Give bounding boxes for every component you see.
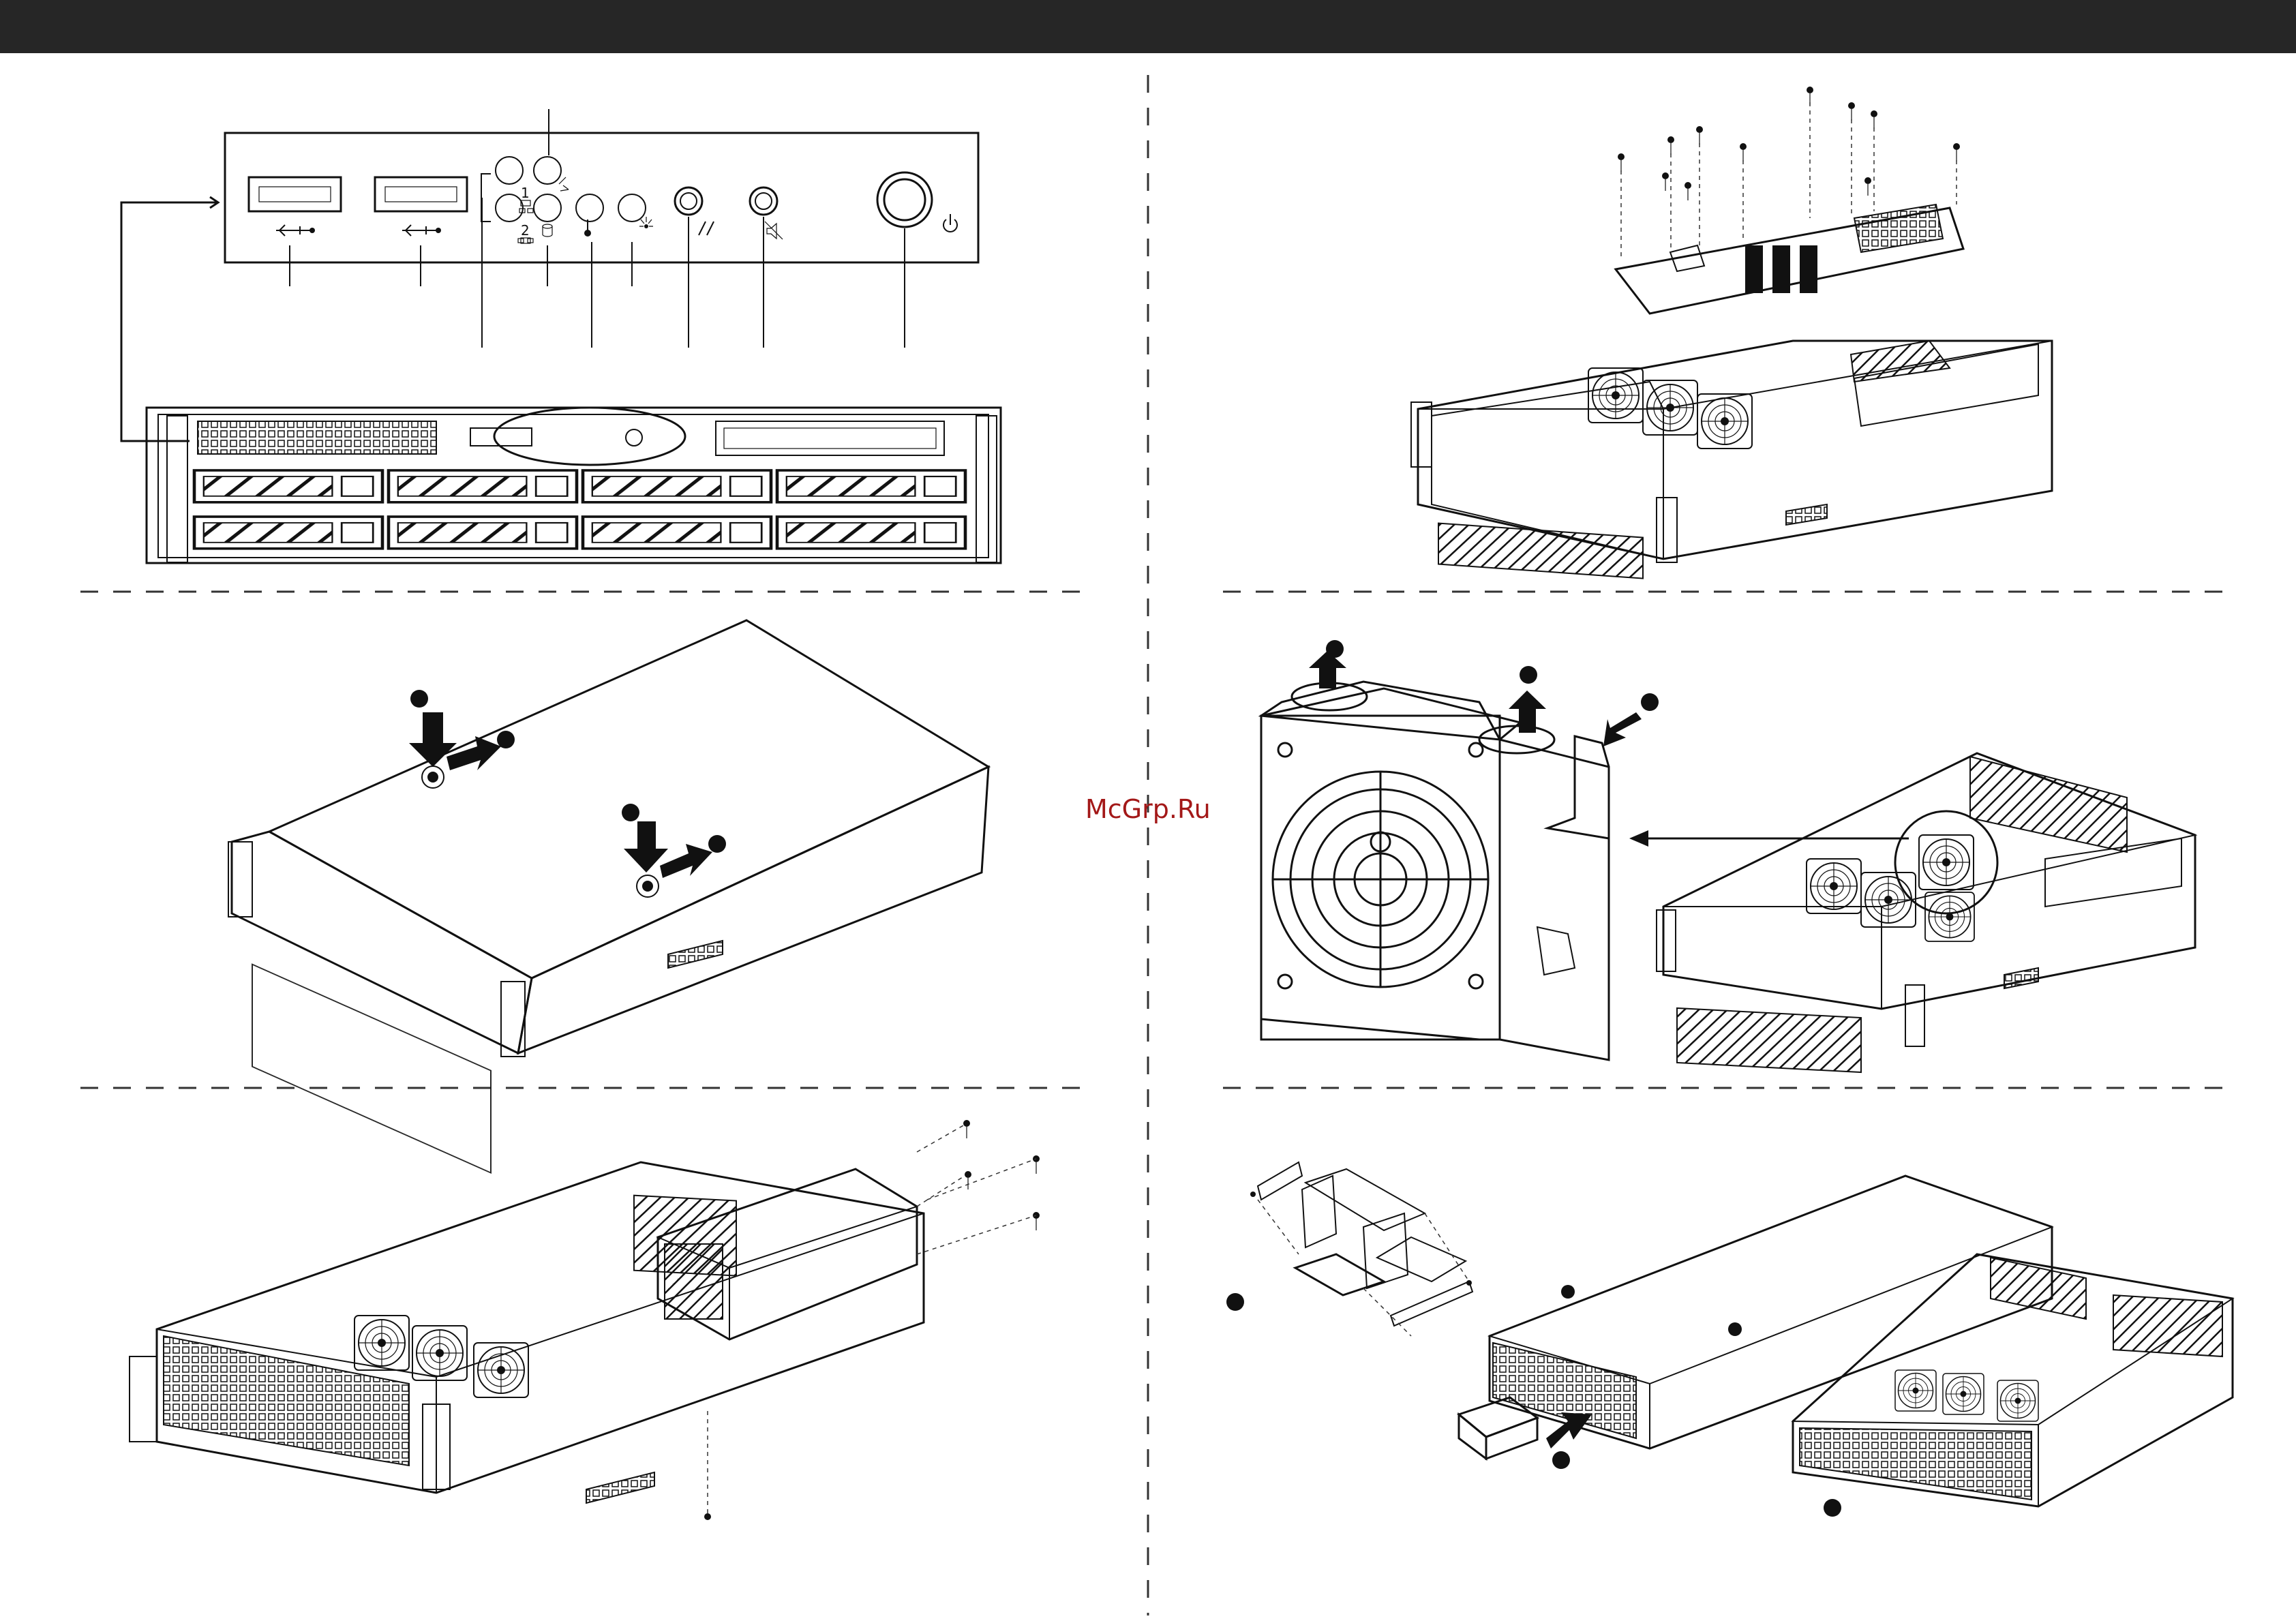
usb-icon — [402, 225, 441, 236]
step-marker-icon — [1824, 1499, 1841, 1517]
step-marker-icon — [622, 804, 639, 821]
hdd-icon — [543, 224, 552, 237]
arrow-right-icon — [1546, 1412, 1592, 1448]
usb-icon — [276, 225, 315, 236]
arrow-right-icon — [660, 844, 712, 878]
info-led-icon — [559, 177, 569, 191]
arrow-left-icon — [1603, 712, 1642, 746]
fan-replacement-diagram — [1261, 640, 2195, 1072]
watermark-text: McGrp.Ru — [1085, 794, 1211, 824]
step-marker-icon — [1520, 666, 1537, 684]
power-icon — [943, 214, 957, 232]
reset-icon — [699, 222, 714, 235]
cover-removal-diagram — [228, 620, 988, 1173]
arrow-down-icon — [624, 821, 668, 873]
motherboard-install-diagram — [1411, 0, 2052, 579]
lan1-number: 1 — [521, 185, 530, 201]
step-marker-icon — [410, 690, 428, 708]
psu-install-diagram — [130, 1120, 1040, 1520]
step-marker-icon — [708, 835, 726, 853]
mute-icon — [765, 222, 783, 239]
step-marker-icon — [1226, 1293, 1244, 1311]
drive-install-diagram — [1226, 1162, 2233, 1517]
step-marker-icon — [497, 731, 515, 748]
step-marker-icon — [1552, 1451, 1570, 1469]
step-marker-icon — [1641, 693, 1659, 711]
front-panel-diagram: 1 2 — [121, 109, 1001, 563]
